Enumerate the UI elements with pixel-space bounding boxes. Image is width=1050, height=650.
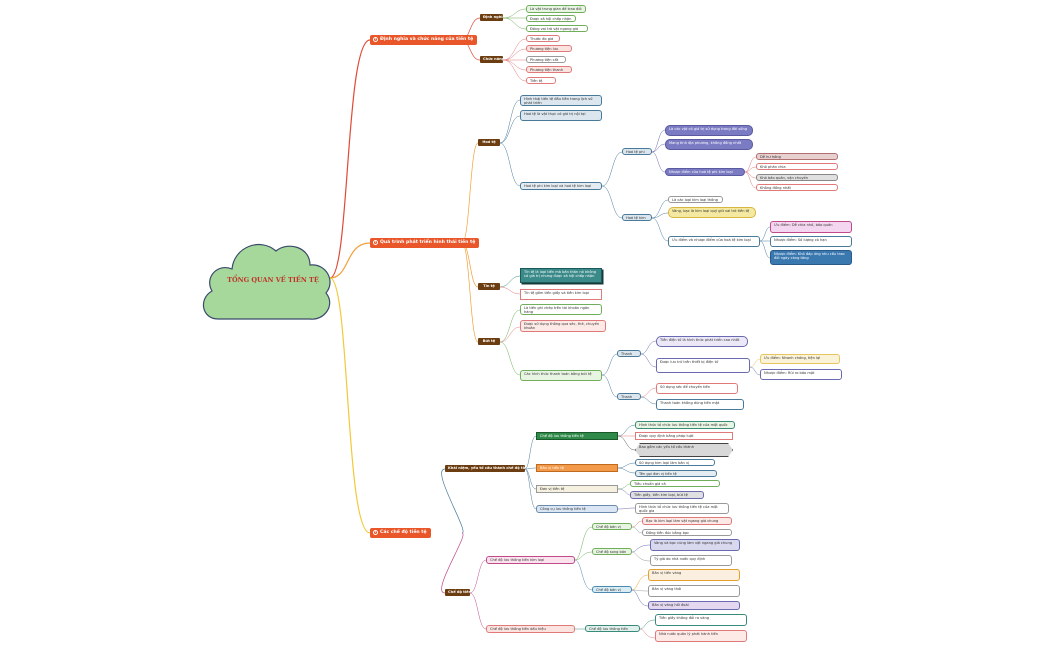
leaf-fiat[interactable]: Tín tệ gồm tiền giấy và tiền kim loại [520, 289, 602, 300]
root-title[interactable]: TỔNG QUAN VỀ TIỀN TỆ [227, 276, 319, 284]
leaf-circulation-tools-detail[interactable]: Hình thức tổ chức lưu thông tiền tệ của … [635, 503, 729, 514]
leaf-cashless[interactable]: Thanh toán không dùng tiền mặt [656, 399, 744, 410]
leaf-metal-pros-cons[interactable]: Nhược điểm: Khó đáp ứng nhu cầu trao đổi… [770, 250, 852, 265]
info-icon: ! [373, 37, 378, 42]
leaf-definition[interactable]: Đóng vai trò vật ngang giá chung [526, 25, 588, 32]
leaf-commodity[interactable]: Hoá tệ là vật thực có giá trị nội tại [520, 110, 602, 121]
leaf-silver-detail[interactable]: Bạc là kim loại làm vật ngang giá chung [642, 517, 732, 525]
leaf-circulation-detail[interactable]: Hình thức tổ chức lưu thông tiền tệ của … [635, 421, 735, 429]
leaf-circulation-detail[interactable]: Được quy định bằng pháp luật [635, 432, 733, 440]
sub-commodity-money[interactable]: Hoá tệ [478, 139, 500, 146]
leaf-drawback[interactable]: Không đồng nhất [756, 184, 838, 191]
leaf-paper-money-detail[interactable]: Nhà nước quản lý phát hành tiền [655, 630, 747, 642]
leaf-function[interactable]: Thước đo giá trị [526, 35, 560, 42]
branch-label: Định nghĩa và chức năng của tiền tệ [380, 37, 474, 42]
leaf-circulation-tools[interactable]: Công cụ lưu thông tiền tệ [536, 505, 618, 513]
leaf-unit[interactable]: Đơn vị tiền tệ [536, 485, 618, 493]
leaf-gold-detail[interactable]: Bản vị vàng thỏi [648, 585, 740, 597]
branch-definition-functions[interactable]: !Định nghĩa và chức năng của tiền tệ [370, 35, 478, 45]
leaf-standard-detail[interactable]: Sử dụng kim loại làm bản vị [635, 459, 715, 466]
sub-functions[interactable]: Chức năng [480, 56, 503, 63]
leaf-bimetallism-detail[interactable]: Vàng và bạc cùng làm vật ngang giá chung [650, 539, 740, 551]
leaf-bimetallism-detail[interactable]: Tỷ giá do nhà nước quy định [650, 555, 732, 566]
leaf-unit-detail[interactable]: Tiêu chuẩn giá cả [630, 480, 720, 487]
leaf-metal-detail[interactable]: Là các loại kim loại thông dụng [668, 196, 723, 203]
leaf-electronic[interactable]: Tiền điện tử là hình thức phát triển cao… [656, 336, 748, 347]
leaf-metal[interactable]: Hoá tệ kim loại [622, 214, 652, 221]
leaf-metal-pros-cons[interactable]: Nhược điểm: Số lượng có hạn [770, 236, 852, 247]
leaf-book[interactable]: Các hình thức thanh toán bằng bút tệ [520, 370, 602, 381]
leaf-fiat[interactable]: Tín tệ là loại tiền mà bản thân nó không… [520, 268, 602, 283]
leaf-gold-detail[interactable]: Bản vị tiền vàng [648, 569, 740, 581]
leaf-book-method[interactable]: Thanh toán điện tử [617, 393, 641, 400]
leaf-gold-standard[interactable]: Chế độ bản vị vàng [592, 586, 632, 593]
leaf-sign-regime[interactable]: Chế độ lưu thông tiền dấu hiệu [486, 625, 575, 633]
leaf-electronic-pro[interactable]: Ưu điểm: Nhanh chóng, tiện lợi [760, 354, 840, 364]
info-icon: ! [373, 530, 378, 535]
leaf-unit-detail[interactable]: Tiền giấy, tiền kim loại, bút tệ [630, 491, 704, 499]
leaf-metal-regime[interactable]: Chế độ lưu thông tiền kim loại [486, 556, 575, 564]
leaf-drawback[interactable]: Khó phân chia [756, 163, 838, 170]
leaf-metal-detail[interactable]: Ưu điểm và nhược điểm của hoá tệ kim loạ… [668, 236, 760, 247]
leaf-drawback[interactable]: Khó bảo quản, vận chuyển [756, 174, 838, 181]
sub-regimes[interactable]: Chế độ tiền tệ [445, 589, 470, 596]
leaf-gold-detail[interactable]: Bản vị vàng hối đoái [648, 601, 740, 610]
leaf-circulation-detail[interactable]: Bao gồm các yếu tố cấu thành [635, 443, 733, 457]
leaf-function[interactable]: Tiền tệ quốc tế [526, 77, 556, 84]
leaf-book[interactable]: Là tiền ghi chép trên tài khoản ngân hàn… [520, 304, 602, 315]
leaf-non-metal-detail[interactable]: Nhược điểm của hoá tệ phi kim loại [665, 168, 745, 176]
leaf-non-metal-detail[interactable]: Mang tính địa phương, không đồng nhất [665, 139, 753, 150]
branch-label: Quá trình phát triển hình thái tiền tệ [380, 240, 476, 245]
sub-definition[interactable]: Định nghĩa [480, 14, 503, 21]
leaf-metal-pros-cons[interactable]: Ưu điểm: Dễ chia nhỏ, bảo quản [770, 221, 852, 233]
sub-fiat-money[interactable]: Tín tệ [478, 283, 500, 290]
leaf-standard[interactable]: Bản vị tiền tệ [536, 464, 618, 472]
leaf-definition[interactable]: Là vật trung gian để trao đổi [526, 5, 586, 13]
leaf-standard-detail[interactable]: Tên gọi đơn vị tiền tệ [635, 470, 717, 477]
branch-development-forms[interactable]: !Quá trình phát triển hình thái tiền tệ [370, 238, 480, 248]
branch-label: Các chế độ tiền tệ [380, 530, 427, 535]
leaf-electronic-con[interactable]: Nhược điểm: Rủi ro bảo mật [760, 369, 842, 380]
sub-book-money[interactable]: Bút tệ [478, 338, 500, 345]
leaf-non-metal-detail[interactable]: Là các vật có giá trị sử dụng trong đời … [665, 125, 753, 136]
leaf-function[interactable]: Phương tiện cất trữ [526, 56, 566, 63]
leaf-metal-detail[interactable]: Vàng, bạc là kim loại quý giữ vai trò ti… [668, 207, 756, 218]
leaf-circulation-regime[interactable]: Chế độ lưu thông tiền tệ [536, 432, 618, 440]
leaf-silver-detail[interactable]: Đồng tiền đúc bằng bạc [642, 529, 732, 536]
branch-monetary-regimes[interactable]: !Các chế độ tiền tệ [370, 528, 431, 538]
sub-concept-elements[interactable]: Khái niệm, yếu tố cấu thành chế độ tiền … [445, 465, 525, 472]
leaf-commodity[interactable]: Hoá tệ phi kim loại và hoá tệ kim loại [520, 182, 602, 190]
root-cloud-shape [202, 243, 331, 320]
leaf-function[interactable]: Phương tiện lưu thông [526, 45, 572, 52]
leaf-silver-standard[interactable]: Chế độ bản vị bạc [592, 523, 632, 530]
leaf-commodity[interactable]: Hình thái tiền tệ đầu tiên trong lịch sử… [520, 95, 602, 106]
leaf-electronic[interactable]: Được lưu trữ trên thiết bị điện tử [656, 358, 750, 373]
leaf-drawback[interactable]: Dễ hư hỏng [756, 153, 838, 160]
leaf-bimetallism[interactable]: Chế độ song bản vị [592, 548, 632, 555]
leaf-book[interactable]: Được sử dụng thông qua séc, thẻ, chuyển … [520, 320, 606, 332]
leaf-paper-money-detail[interactable]: Tiền giấy không đổi ra vàng [655, 614, 747, 626]
leaf-book-method[interactable]: Thanh toán qua séc [617, 350, 641, 357]
leaf-paper-money-regime[interactable]: Chế độ lưu thông tiền giấy [585, 625, 640, 632]
info-icon: ! [373, 240, 378, 245]
leaf-definition[interactable]: Được xã hội chấp nhận [526, 15, 576, 22]
leaf-function[interactable]: Phương tiện thanh toán [526, 66, 572, 73]
leaf-cheque[interactable]: Sử dụng séc để chuyển tiền [656, 383, 738, 394]
leaf-non-metal[interactable]: Hoá tệ phi kim loại [622, 148, 652, 155]
